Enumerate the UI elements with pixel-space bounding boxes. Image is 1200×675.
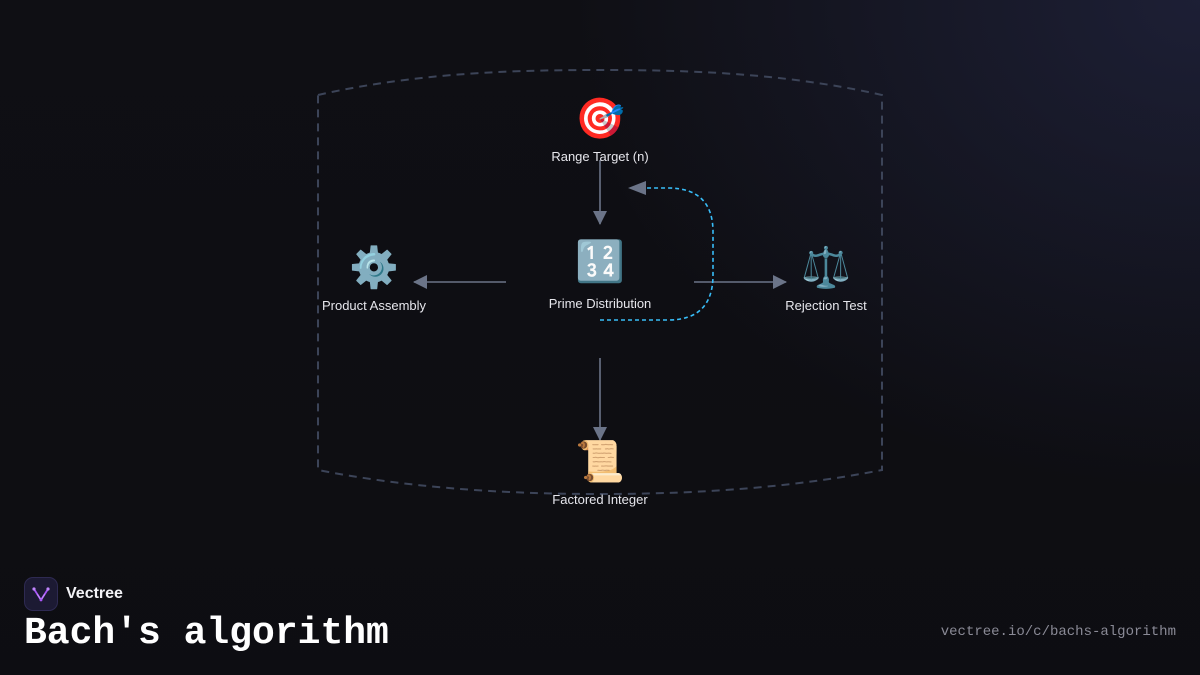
node-rejection-test: ⚖️ Rejection Test	[785, 244, 866, 313]
vectree-logo-icon	[24, 577, 58, 611]
target-icon: 🎯	[575, 96, 625, 142]
node-factored-integer: 📜 Factored Integer	[552, 438, 647, 507]
page-title: Bach's algorithm	[24, 612, 389, 655]
node-product-assembly: ⚙️ Product Assembly	[322, 244, 426, 313]
node-label: Range Target (n)	[551, 149, 649, 164]
brand: Vectree	[24, 577, 123, 611]
edge-loop-arrowhead	[628, 181, 646, 195]
gear-icon: ⚙️	[349, 245, 399, 291]
node-prime-distribution: 🔢 Prime Distribution	[549, 238, 652, 311]
node-label: Factored Integer	[552, 492, 648, 507]
brand-name: Vectree	[66, 585, 123, 602]
boundary-outline	[317, 68, 883, 496]
scales-icon: ⚖️	[801, 245, 851, 291]
node-range-target: 🎯 Range Target (n)	[551, 95, 648, 164]
numbers-icon: 🔢	[575, 239, 625, 285]
node-label: Prime Distribution	[548, 296, 652, 311]
node-label: Rejection Test	[785, 298, 867, 313]
page-url: vectree.io/c/bachs-algorithm	[940, 624, 1176, 640]
node-label: Product Assembly	[321, 298, 427, 313]
scroll-icon: 📜	[575, 439, 625, 485]
edge-loop-to-range	[600, 187, 714, 321]
